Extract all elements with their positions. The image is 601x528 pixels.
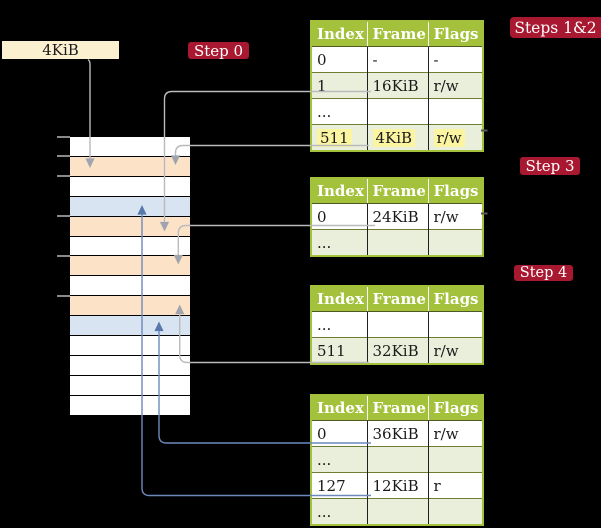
table-cell: 0 (311, 203, 367, 230)
highlighted-value: r/w (433, 128, 465, 147)
table-cell: r/w (427, 203, 483, 230)
table-cell (427, 446, 483, 473)
column-header-flags: Flags (427, 21, 483, 47)
table-row: 0-- (311, 46, 483, 73)
table-cell: r/w (427, 337, 483, 364)
step-4-badge: Step 4 (514, 265, 573, 281)
memory-frame-row (70, 276, 190, 295)
table-cell: 1 (311, 72, 367, 99)
table-row: ... (311, 98, 483, 125)
column-header-flags: Flags (427, 395, 483, 421)
table-cell (427, 229, 483, 256)
memory-frame-row (70, 237, 190, 255)
memory-frame-row (70, 157, 190, 176)
table-cell (427, 498, 483, 525)
table-cell: - (366, 46, 428, 73)
column-header-frame: Frame (366, 178, 428, 204)
table-cell (366, 446, 428, 473)
column-header-frame: Frame (366, 21, 428, 47)
address-tick (57, 155, 70, 158)
table-cell: 32KiB (366, 337, 428, 364)
table-cell: ... (311, 311, 367, 338)
column-header-frame: Frame (366, 395, 428, 421)
highlighted-value: 4KiB (372, 128, 416, 147)
memory-frame-row (70, 137, 190, 156)
table-row: ... (311, 498, 483, 525)
memory-frame-row (70, 356, 190, 375)
table-cell: ... (311, 98, 367, 125)
table-cell: 36KiB (366, 420, 428, 447)
column-header-index: Index (311, 286, 367, 312)
table-row: 511 4KiB r/w (311, 124, 483, 151)
table-cell: - (427, 46, 483, 73)
table-row: ... (311, 446, 483, 473)
table-cell: 4KiB (366, 124, 428, 151)
address-tick (57, 175, 70, 178)
table-cell: 511 (311, 124, 367, 151)
address-tick (57, 135, 70, 138)
memory-frame-row (70, 296, 190, 315)
column-header-index: Index (311, 21, 367, 47)
table-cell: r/w (427, 72, 483, 99)
memory-frame-row (70, 177, 190, 196)
table-cell: r/w (427, 124, 483, 151)
table-cell (427, 311, 483, 338)
frame-size-label: 4KiB (2, 41, 119, 59)
step-3-badge: Step 3 (520, 157, 580, 175)
column-header-index: Index (311, 178, 367, 204)
memory-frame-row (70, 197, 190, 216)
column-header-flags: Flags (427, 286, 483, 312)
address-tick (57, 215, 70, 218)
table-cell: ... (311, 229, 367, 256)
memory-frame-row (70, 316, 190, 335)
table-cell: 24KiB (366, 203, 428, 230)
column-header-index: Index (311, 395, 367, 421)
table-cell: 16KiB (366, 72, 428, 99)
table-cell: ... (311, 446, 367, 473)
table-cell (366, 311, 428, 338)
address-tick (57, 294, 70, 297)
table-cell (366, 229, 428, 256)
address-tick (57, 254, 70, 257)
table-row: ... (311, 229, 483, 256)
memory-frame-row (70, 217, 190, 236)
table-cell: 0 (311, 420, 367, 447)
table-row: ... (311, 311, 483, 338)
memory-frame-row (70, 396, 190, 415)
memory-frame-row (70, 376, 190, 395)
table-cell: 511 (311, 337, 367, 364)
table-cell: ... (311, 498, 367, 525)
table-cell: 0 (311, 46, 367, 73)
table-cell (366, 98, 428, 125)
table-cell (427, 98, 483, 125)
memory-frame-row (70, 336, 190, 355)
table-cell: r/w (427, 420, 483, 447)
memory-frame-row (70, 256, 190, 275)
table-cell (366, 498, 428, 525)
column-header-frame: Frame (366, 286, 428, 312)
table-cell: 127 (311, 472, 367, 499)
highlighted-value: 511 (317, 128, 352, 147)
table-cell: r (427, 472, 483, 499)
step-0-badge: Step 0 (188, 42, 249, 60)
steps-1-2-badge: Steps 1&2 (510, 17, 601, 38)
column-header-flags: Flags (427, 178, 483, 204)
table-cell: 12KiB (366, 472, 428, 499)
